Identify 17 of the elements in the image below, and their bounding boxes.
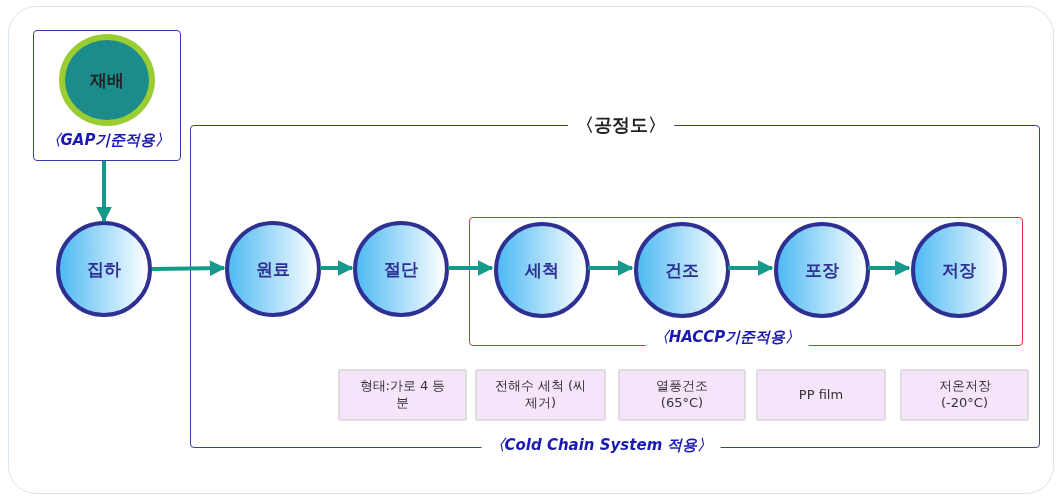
arrow bbox=[728, 260, 774, 276]
arrow bbox=[448, 260, 494, 276]
standard-label: 〈HACCP기준적용〉 bbox=[645, 328, 809, 347]
note-box: 열풍건조 (65°C) bbox=[618, 369, 746, 421]
frame-title: 〈공정도〉 bbox=[568, 113, 674, 137]
arrow bbox=[96, 161, 112, 223]
note-box: PP film bbox=[756, 369, 886, 421]
arrow bbox=[151, 260, 226, 277]
note-box: 저온저장(-20°C) bbox=[900, 369, 1029, 421]
standard-label: 〈Cold Chain System 적용〉 bbox=[481, 436, 721, 455]
arrow bbox=[320, 260, 354, 276]
standard-box bbox=[33, 30, 181, 161]
note-box: 전해수 세척 (씨제거) bbox=[475, 369, 606, 421]
standard-box bbox=[469, 217, 1023, 346]
arrow bbox=[868, 260, 911, 276]
note-box: 형태:가로 4 등분 bbox=[338, 369, 467, 421]
arrow bbox=[588, 260, 634, 276]
